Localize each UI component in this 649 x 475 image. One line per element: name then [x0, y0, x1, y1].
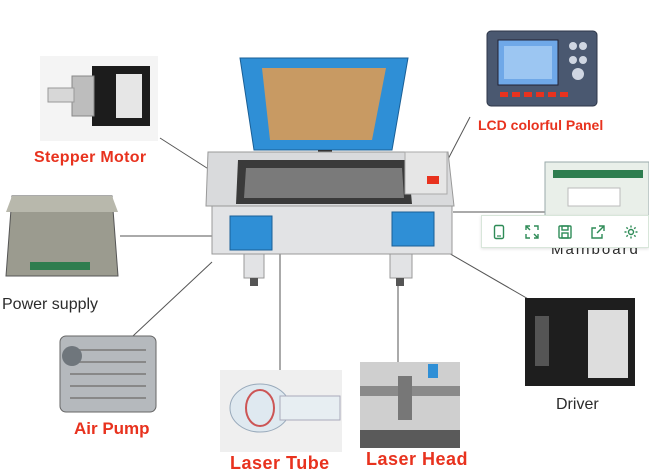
lcd-panel-photo [486, 30, 598, 107]
mobile-icon[interactable] [488, 221, 510, 243]
power-supply-label: Power supply [2, 296, 99, 313]
driver-label: Driver [556, 396, 599, 413]
leader-lines [117, 116, 545, 370]
laser-head-photo [360, 362, 460, 448]
laser-head-label: Laser Head [366, 449, 469, 469]
fullscreen-icon[interactable] [521, 221, 543, 243]
share-icon[interactable] [587, 221, 609, 243]
laser-tube-label: Laser Tube [230, 453, 330, 473]
air-pump-label: Air Pump [74, 419, 150, 438]
stepper-motor-photo [40, 56, 158, 141]
save-icon[interactable] [554, 221, 576, 243]
lcd-panel-label: LCD colorful Panel [478, 117, 604, 133]
stepper-motor-label: Stepper Motor [34, 149, 147, 166]
image-toolbar [481, 215, 649, 248]
laser-machine [205, 57, 455, 286]
laser-tube-photo [220, 370, 342, 452]
power-supply-photo [5, 195, 119, 277]
mainboard-photo [544, 161, 649, 217]
settings-icon[interactable] [620, 221, 642, 243]
driver-photo [525, 298, 635, 386]
air-pump-photo [59, 335, 157, 413]
